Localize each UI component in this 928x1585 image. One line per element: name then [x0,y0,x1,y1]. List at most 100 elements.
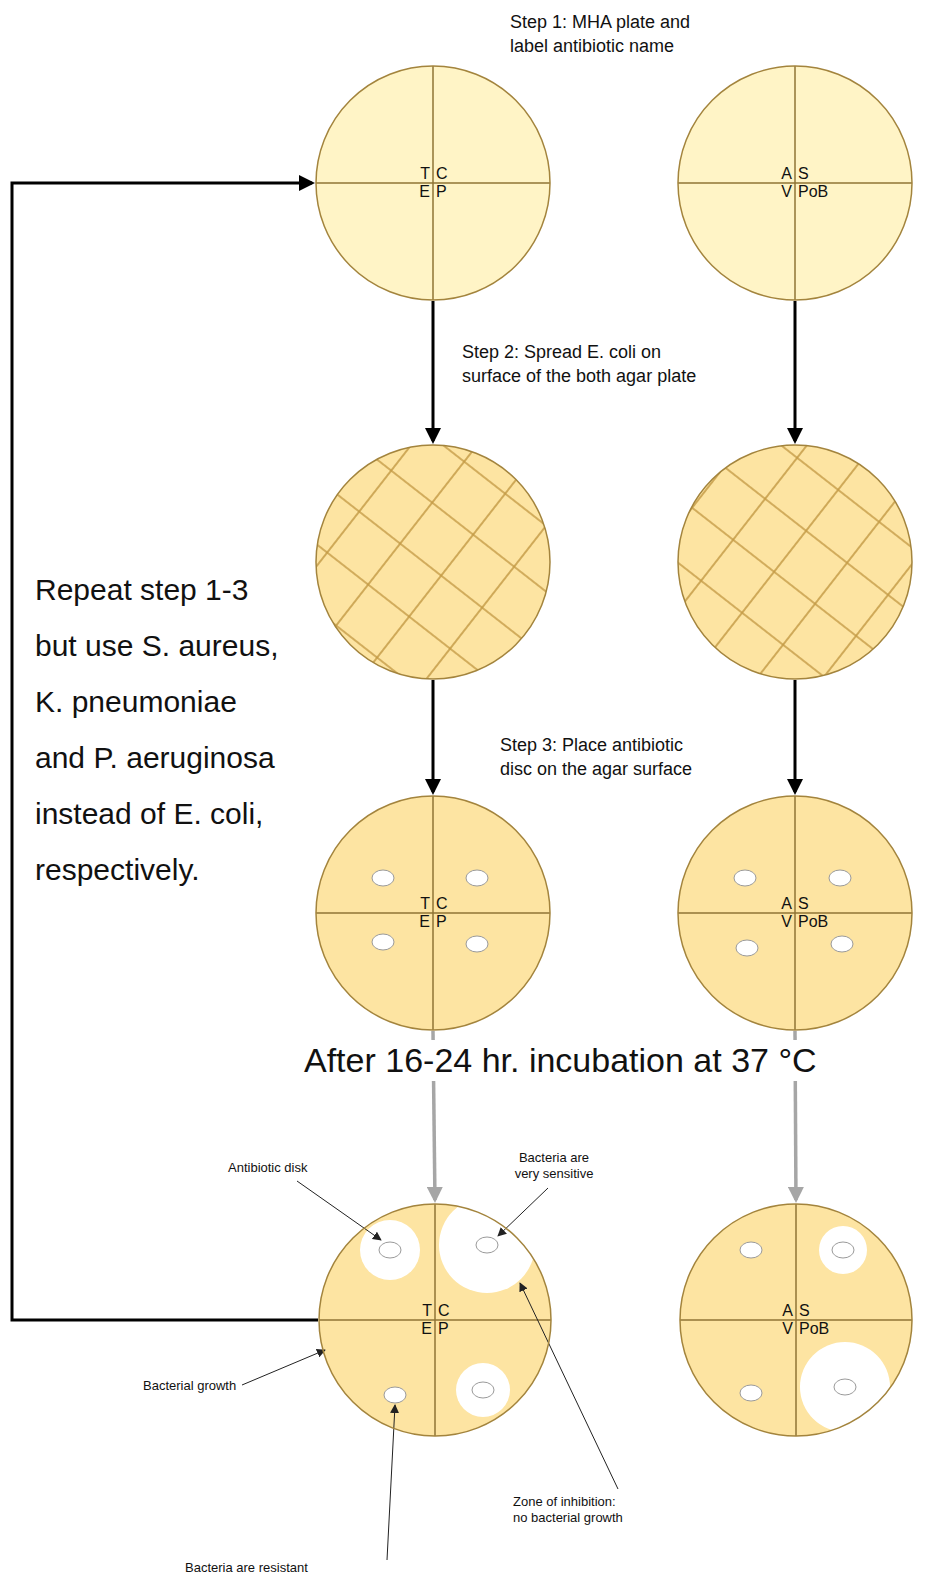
repeat-instruction: Repeat step 1-3 but use S. aureus, K. pn… [35,562,287,898]
incubation-note: After 16-24 hr. incubation at 37 °C [300,1040,821,1081]
agar-fill [678,66,912,300]
antibiotic-code: PoB [798,914,828,930]
antibiotic-code: A [781,896,792,912]
quadrant-line [794,796,796,1030]
callout-text: Zone of inhibition: no bacterial growth [513,1494,627,1527]
quadrant-line [432,796,434,1030]
agar-fill [316,445,550,679]
antibiotic-code: S [798,166,809,182]
repeat-loop-arrow [12,183,318,1320]
antibiotic-code: A [782,1303,793,1319]
plate-outline [318,1203,552,1437]
step-note: Step 1: MHA plate and label antibiotic n… [510,10,715,59]
plate-outline [315,65,551,301]
antibiotic-disc [466,936,488,952]
antibiotic-disc [372,934,394,950]
inhibition-zone [360,1220,420,1280]
plate-outline [677,795,913,1031]
spread-streaks [315,444,551,680]
step-note: Step 2: Spread E. coli on surface of the… [462,340,707,389]
spread-streaks [677,444,913,680]
inhibition-zone [819,1226,867,1274]
agar-fill [316,796,550,1030]
agar-plate: TCEP [318,1203,552,1437]
antibiotic-code: P [436,184,447,200]
antibiotic-code: E [419,184,430,200]
agar-plate: ASVPoB [679,1203,913,1437]
inhibition-zone [439,1197,535,1293]
antibiotic-code: T [420,896,430,912]
antibiotic-code: S [799,1303,810,1319]
callout-text: Antibiotic disk [228,1160,307,1176]
plate-outline [315,795,551,1031]
leader-line [297,1181,381,1240]
antibiotic-code: P [438,1321,449,1337]
leader-line [242,1350,325,1385]
agar-fill [678,445,912,679]
leader-line [520,1283,618,1489]
agar-fill [678,796,912,1030]
antibiotic-code: V [781,184,792,200]
step-note: Step 3: Place antibiotic disc on the aga… [500,733,700,782]
plate-outline [315,444,551,680]
antibiotic-code: V [781,914,792,930]
antibiotic-disc [472,1382,494,1398]
agar-plate: TCEP [315,795,551,1031]
antibiotic-code: E [419,914,430,930]
antibiotic-code: S [798,896,809,912]
antibiotic-code: V [782,1321,793,1337]
callout-text: Bacterial growth [143,1378,236,1394]
antibiotic-code: C [438,1303,450,1319]
plate-rim [319,1204,551,1436]
antibiotic-disc [466,870,488,886]
agar-fill [316,66,550,300]
plate-rim [678,796,912,1030]
antibiotic-disc [736,940,758,956]
quadrant-line [434,1204,436,1436]
agar-plate [315,444,551,680]
antibiotic-disc [476,1237,498,1253]
antibiotic-disc [372,870,394,886]
antibiotic-code: C [436,166,448,182]
antibiotic-code: PoB [798,184,828,200]
plate-rim [678,66,912,300]
antibiotic-code: P [436,914,447,930]
antibiotic-disc [734,870,756,886]
plate-outline [677,65,913,301]
flow-arrow [432,680,435,792]
antibiotic-code: C [436,896,448,912]
callout-text: Bacteria are resistant [185,1560,308,1576]
plate-outline [677,444,913,680]
antibiotic-code: T [422,1303,432,1319]
callout-text: Bacteria are very sensitive [508,1150,600,1183]
antibiotic-disc [740,1242,762,1258]
antibiotic-disc [384,1387,406,1403]
antibiotic-code: T [420,166,430,182]
inhibition-zone [456,1363,510,1417]
antibiotic-disc [832,1242,854,1258]
plate-rim [316,445,550,679]
antibiotic-disc [831,936,853,952]
quadrant-line [432,66,434,300]
plate-rim [678,445,912,679]
agar-plate [677,444,913,680]
plate-rim [316,66,550,300]
antibiotic-disc [379,1242,401,1258]
antibiotic-disc [740,1385,762,1401]
plate-rim [680,1204,912,1436]
quadrant-line [794,66,796,300]
quadrant-line [795,1204,797,1436]
inhibition-zone [800,1342,890,1432]
flow-arrow [794,680,797,792]
flow-arrow [432,301,435,441]
agar-plate: TCEP [315,65,551,301]
antibiotic-code: E [421,1321,432,1337]
agar-plate: ASVPoB [677,65,913,301]
antibiotic-disc [834,1379,856,1395]
antibiotic-disc [829,870,851,886]
plate-outline [679,1203,913,1437]
agar-plate: ASV PoB [677,795,913,1031]
agar-fill [680,1204,912,1436]
